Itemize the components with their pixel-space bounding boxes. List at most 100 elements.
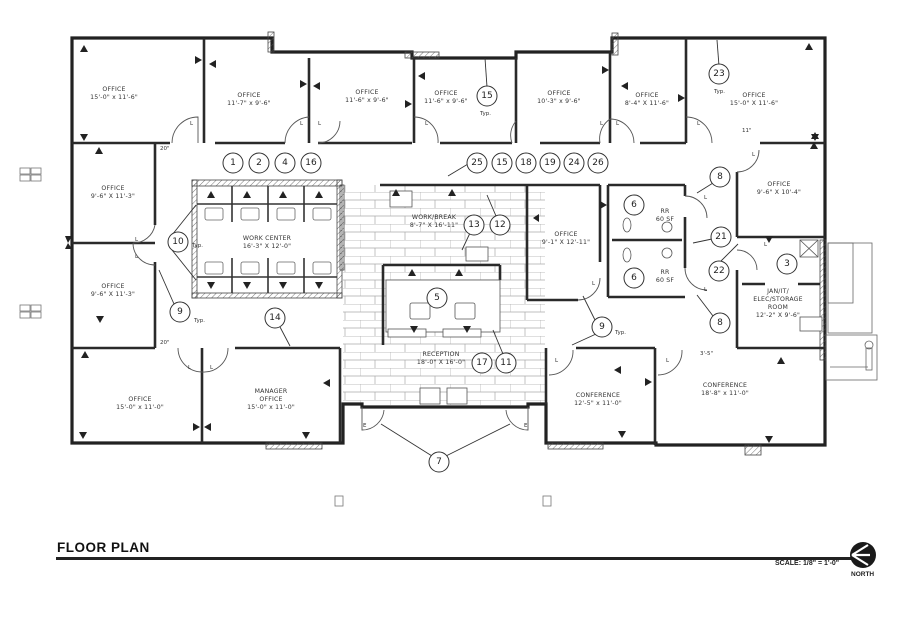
- svg-text:E: E: [524, 423, 528, 429]
- svg-text:6: 6: [631, 200, 637, 210]
- keynote-tag: 3: [776, 253, 798, 275]
- svg-text:L: L: [318, 121, 322, 127]
- keynote-tag: 21: [710, 226, 732, 248]
- svg-text:14: 14: [269, 313, 281, 323]
- svg-text:25: 25: [471, 158, 482, 168]
- keynote-tag: 15: [491, 152, 513, 174]
- svg-text:L: L: [697, 121, 701, 127]
- svg-text:Typ.: Typ.: [614, 330, 626, 336]
- svg-text:E: E: [363, 423, 367, 429]
- svg-text:L: L: [704, 195, 708, 201]
- svg-text:22: 22: [713, 266, 724, 276]
- svg-text:3'-5": 3'-5": [700, 351, 713, 357]
- keynote-tag: 22: [708, 260, 730, 282]
- svg-text:Typ.: Typ.: [193, 318, 205, 324]
- keynote-tag: 9: [591, 316, 613, 338]
- dimension-callouts: 20" 20" 11" 3'-5": [160, 128, 752, 357]
- svg-text:19: 19: [544, 158, 556, 168]
- svg-text:Typ.: Typ.: [191, 243, 203, 249]
- svg-text:L: L: [425, 121, 429, 127]
- keynote-tag: 6: [623, 194, 645, 216]
- keynote-tag: 12: [489, 214, 511, 236]
- keynote-tag: 23: [708, 63, 730, 85]
- svg-text:15: 15: [481, 91, 492, 101]
- interior-partitions: [72, 38, 825, 445]
- keynote-tag: 8: [709, 166, 731, 188]
- svg-text:2: 2: [256, 158, 262, 168]
- svg-text:L: L: [190, 121, 194, 127]
- keynote-tag: 14: [264, 307, 286, 329]
- svg-text:L: L: [616, 121, 620, 127]
- svg-text:4: 4: [282, 158, 288, 168]
- keynote-tag: 18: [515, 152, 537, 174]
- svg-text:12: 12: [494, 220, 505, 230]
- exterior-equipment: [825, 242, 878, 381]
- keynote-tag: 11: [495, 352, 517, 374]
- svg-text:20": 20": [160, 340, 170, 346]
- keynote-leaders: [158, 39, 739, 457]
- svg-text:L: L: [592, 281, 596, 287]
- keynote-tag: 24: [563, 152, 585, 174]
- drawing-scale: SCALE: 1/8" = 1'-0": [775, 560, 840, 567]
- svg-text:9: 9: [177, 307, 183, 317]
- svg-text:L: L: [600, 121, 604, 127]
- svg-text:8: 8: [717, 172, 723, 182]
- svg-text:L: L: [300, 121, 304, 127]
- keynote-tag: 25: [466, 152, 488, 174]
- reception-furniture: [385, 190, 501, 405]
- svg-text:L: L: [210, 365, 214, 371]
- hatched-wall-segments: [191, 31, 827, 456]
- keynote-tag: 16: [300, 152, 322, 174]
- svg-text:20": 20": [160, 146, 170, 152]
- north-arrow-icon: [850, 542, 876, 568]
- title-underline: [56, 557, 852, 560]
- svg-text:9: 9: [599, 322, 605, 332]
- keynote-tag: 1: [222, 152, 244, 174]
- typ-notes: Typ. Typ. Typ. Typ. Typ.: [191, 89, 725, 336]
- svg-text:21: 21: [715, 232, 726, 242]
- work-center-cubicles: [197, 186, 337, 293]
- svg-text:24: 24: [568, 158, 580, 168]
- keynote-tag: 13: [463, 214, 485, 236]
- svg-text:Typ.: Typ.: [713, 89, 725, 95]
- keynote-tag: 17: [471, 352, 493, 374]
- keynote-tag: 4: [274, 152, 296, 174]
- exterior-window-fixtures: [19, 167, 552, 507]
- svg-text:L: L: [135, 254, 139, 260]
- svg-text:17: 17: [476, 358, 487, 368]
- svg-text:5: 5: [434, 293, 440, 303]
- svg-text:L: L: [764, 242, 768, 248]
- keynote-tag: 9: [169, 301, 191, 323]
- svg-text:L: L: [135, 237, 139, 243]
- svg-text:L: L: [752, 152, 756, 158]
- keynote-tag: 19: [539, 152, 561, 174]
- keynote-tag: 15: [476, 85, 498, 107]
- svg-text:23: 23: [713, 69, 724, 79]
- svg-text:18: 18: [520, 158, 532, 168]
- north-label: NORTH: [851, 571, 875, 578]
- svg-text:7: 7: [436, 457, 442, 467]
- restroom-fixtures: [622, 217, 823, 332]
- drawing-title: FLOOR PLAN: [57, 540, 150, 555]
- svg-text:L: L: [704, 287, 708, 293]
- svg-text:10: 10: [172, 237, 184, 247]
